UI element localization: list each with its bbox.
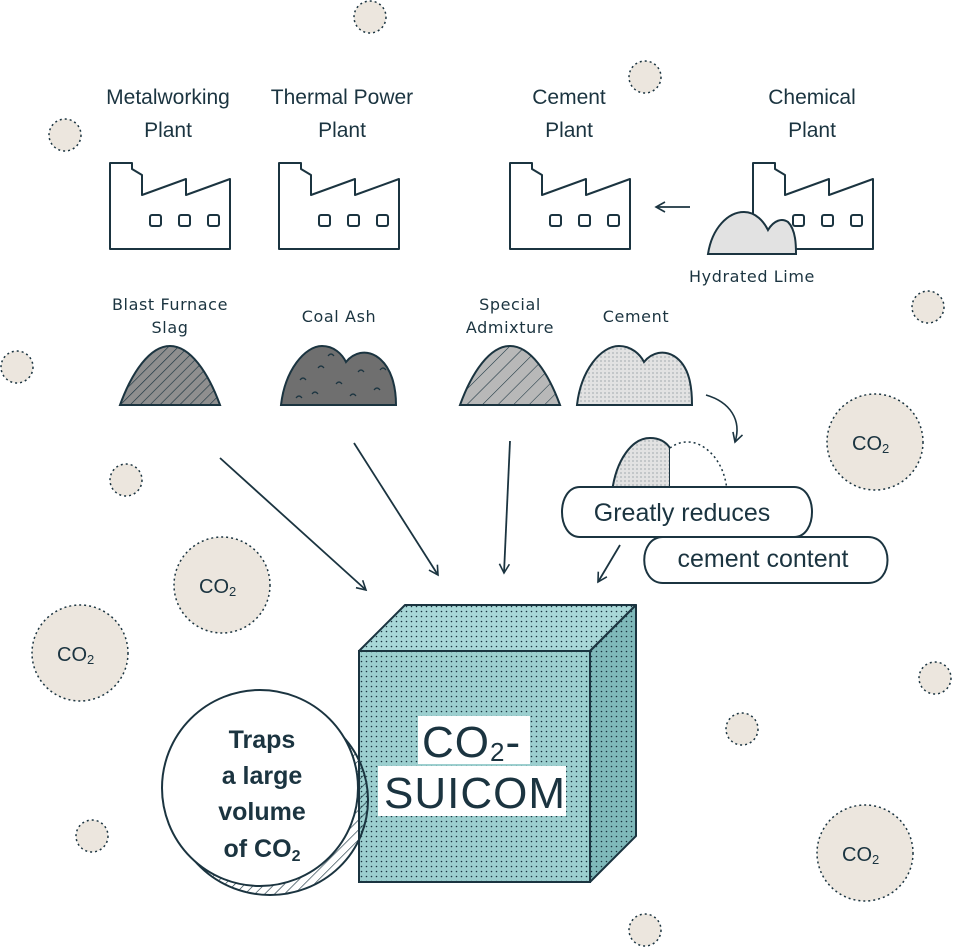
trap-line2: a large	[222, 762, 303, 790]
co2-bubble: CO2	[173, 536, 271, 634]
hydrated-lime-pile	[706, 210, 798, 255]
factory-icon	[109, 162, 231, 250]
trap-line4: of CO2	[224, 835, 301, 865]
arrow-admixture-to-block	[498, 440, 511, 575]
hydrated-lime-label: Hydrated Lime	[689, 267, 815, 286]
dust-particle	[628, 913, 662, 947]
dust-particle	[353, 0, 387, 34]
material-label-cement: Cement	[603, 307, 669, 326]
product-name-line2: SUICOM	[384, 769, 566, 818]
plant-label-chemical-2: Plant	[788, 119, 836, 142]
arrow-slag-to-block	[219, 457, 368, 592]
callout-line2: cement content	[678, 545, 849, 573]
dust-particle	[725, 712, 759, 746]
plant-label-metalworking: Metalworking	[106, 86, 230, 109]
admixture-pile	[458, 344, 562, 406]
dust-particle	[911, 290, 945, 324]
plant-label-cement-2: Plant	[545, 119, 593, 142]
dust-particle	[109, 463, 143, 497]
plant-label-thermal-2: Plant	[318, 119, 366, 142]
factory-icon	[509, 162, 631, 250]
svg-text:CO2: CO2	[199, 576, 236, 599]
plant-label-chemical: Chemical	[768, 86, 856, 109]
trap-line1: Traps	[229, 726, 296, 754]
dust-particle	[628, 60, 662, 94]
dust-particle	[918, 661, 952, 695]
plant-label-cement: Cement	[532, 86, 606, 109]
co2-suicom-block: CO2- SUICOM	[358, 604, 637, 883]
material-label-slag-2: Slag	[152, 318, 189, 337]
coal-ash-pile	[279, 344, 398, 406]
material-label-admixture-2: Admixture	[466, 318, 554, 337]
arrow-ash-to-block	[353, 442, 439, 577]
arrow-cement-to-block	[597, 544, 621, 584]
co2-bubble: CO2	[826, 393, 924, 491]
svg-text:CO2: CO2	[57, 644, 94, 667]
trap-line3: volume	[218, 798, 306, 826]
co2-bubble: CO2	[31, 604, 129, 702]
reduced-cement-pile	[610, 436, 728, 493]
factory-icon	[278, 162, 400, 250]
dust-particle	[0, 350, 34, 384]
callout-bubble: Greatly reduces cement content	[561, 486, 889, 584]
callout-line1: Greatly reduces	[594, 499, 770, 527]
dust-particle	[48, 118, 82, 152]
svg-text:CO2: CO2	[842, 844, 879, 867]
material-label-slag: Blast Furnace	[112, 295, 228, 314]
co2-bubble: CO2	[816, 804, 914, 902]
cement-pile	[575, 344, 694, 406]
arrow-cement-reduce	[705, 394, 744, 444]
trap-coin: Traps a large volume of CO2	[161, 689, 369, 896]
material-label-admixture: Special	[479, 295, 541, 314]
material-label-coal-ash: Coal Ash	[302, 307, 377, 326]
product-name-line1: CO2-	[422, 718, 521, 767]
dust-particle	[75, 819, 109, 853]
svg-text:CO2: CO2	[852, 433, 889, 456]
plant-label-metalworking-2: Plant	[144, 119, 192, 142]
plant-label-thermal: Thermal Power	[271, 86, 413, 109]
slag-pile	[118, 344, 222, 406]
